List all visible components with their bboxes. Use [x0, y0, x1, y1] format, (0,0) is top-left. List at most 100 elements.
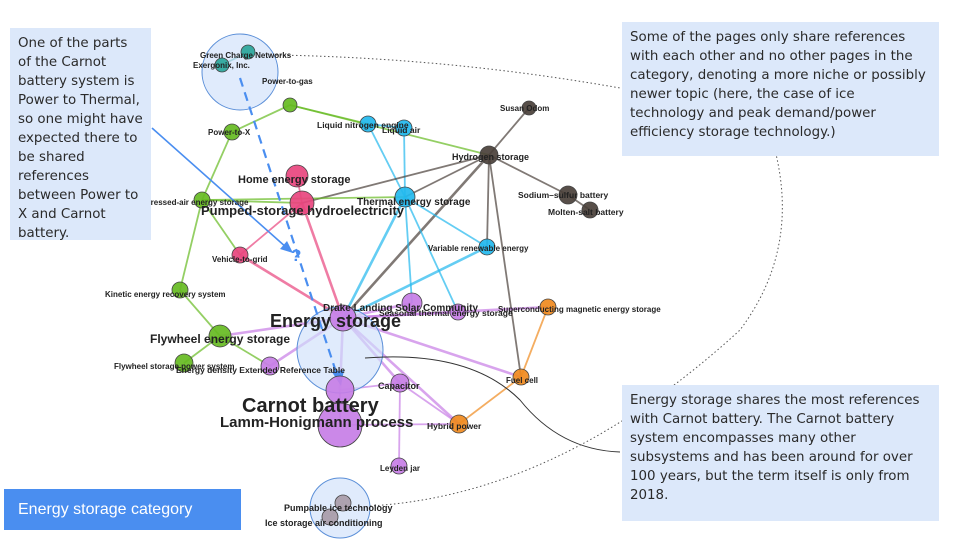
node-vehicle-to-grid	[231, 246, 249, 264]
graph-edge	[488, 154, 522, 378]
node-energy-storage	[329, 304, 357, 332]
graph-edge	[488, 154, 569, 196]
node-label-liquid-air: Liquid air	[382, 125, 421, 135]
node-compressed-air	[193, 191, 211, 209]
node-label-energy-density: Energy density Extended Reference Table	[176, 365, 345, 375]
node-label-exergonix: Exergonix, Inc.	[193, 61, 250, 70]
callout-top-right: Some of the pages only share references …	[622, 22, 939, 156]
graph-edge	[301, 154, 490, 204]
node-flywheel	[208, 324, 232, 348]
graph-edges	[179, 51, 591, 518]
graph-edge	[399, 382, 460, 425]
node-label-liquid-nitrogen: Liquid nitrogen engine	[317, 120, 409, 130]
node-label-flywheel: Flywheel energy storage	[150, 332, 290, 346]
node-label-flywheel-power: Flywheel storage power system	[114, 362, 235, 371]
node-label-carnot: Carnot battery	[242, 395, 380, 417]
graph-edge	[239, 202, 303, 256]
connector-bottom-right	[364, 356, 621, 453]
node-label-power-to-gas: Power-to-gas	[262, 77, 313, 86]
category-label: Energy storage category	[4, 489, 241, 530]
node-pumpable-ice	[334, 494, 352, 512]
node-label-hydrogen-storage: Hydrogen storage	[452, 152, 529, 162]
node-label-leyden: Leyden jar	[380, 464, 420, 473]
node-label-power-to-x: Power-to-X	[208, 128, 251, 137]
graph-edge	[300, 202, 345, 319]
graph-edge	[341, 196, 407, 319]
graph-edge	[201, 199, 241, 256]
node-label-sodium-sulfur: Sodium–sulfur battery	[518, 190, 608, 200]
graph-edge	[404, 154, 490, 198]
graph-edge	[458, 376, 522, 425]
graph-edge	[367, 123, 406, 198]
node-liquid-nitrogen	[359, 115, 377, 133]
node-seasonal-thermal	[449, 303, 467, 321]
node-label-lamm: Lamm-Honigmann process	[220, 414, 413, 431]
graph-edge	[404, 196, 488, 248]
node-label-home-energy: Home energy storage	[238, 174, 350, 186]
graph-nodes	[171, 44, 599, 526]
node-label-susan-odom: Susan Odom	[500, 104, 549, 113]
node-molten-salt	[581, 201, 599, 219]
node-thermal-energy	[394, 186, 416, 208]
graph-edge	[404, 196, 459, 313]
node-capacitor	[390, 373, 410, 393]
graph-edge	[342, 305, 549, 320]
graph-edge	[342, 154, 490, 319]
node-drake-landing	[401, 292, 423, 314]
callout-bottom-right: Energy storage shares the most reference…	[622, 385, 939, 521]
node-power-to-gas	[282, 97, 298, 113]
connector-left-arrow	[151, 127, 288, 249]
graph-edge	[231, 104, 291, 133]
node-superconducting	[539, 298, 557, 316]
node-label-seasonal-thermal: Seasonal thermal energy storage	[379, 308, 513, 318]
node-variable-renewable	[478, 238, 496, 256]
node-label-green-charge: Green Charge Networks	[200, 51, 292, 60]
node-hydrogen-storage	[479, 145, 499, 165]
node-pumped-storage	[289, 190, 315, 216]
graph-edge	[403, 127, 406, 198]
node-fuel-cell	[512, 368, 530, 386]
dashed-arrow-line	[238, 77, 340, 379]
node-ice-storage	[321, 508, 339, 526]
node-home-energy	[285, 164, 309, 188]
node-label-thermal-energy: Thermal energy storage	[357, 197, 471, 208]
node-green-charge	[240, 44, 256, 60]
graph-edge	[289, 104, 490, 156]
connector-ice	[369, 149, 783, 507]
node-label-ice-storage: Ice storage air conditioning	[265, 518, 383, 528]
node-label-superconducting: Superconducting magnetic energy storage	[498, 305, 661, 314]
node-label-capacitor: Capacitor	[378, 381, 420, 391]
node-flywheel-power	[174, 353, 194, 373]
node-exergonix	[214, 57, 230, 73]
node-label-hybrid-power: Hybrid power	[427, 421, 482, 431]
node-label-energy-storage: Energy storage	[270, 311, 401, 331]
graph-edge	[520, 306, 549, 378]
node-energy-density	[260, 356, 280, 376]
node-label-fuel-cell: Fuel cell	[506, 376, 538, 385]
node-label-compressed-air: Compressed-air energy storage	[128, 198, 249, 207]
node-susan-odom	[521, 100, 537, 116]
node-label-variable-renewable: Variable renewable energy	[428, 244, 529, 253]
graph-edge	[342, 245, 488, 320]
graph-edge	[179, 199, 203, 291]
graph-edge	[239, 253, 344, 320]
node-hybrid-power	[449, 414, 469, 434]
node-power-to-x	[223, 123, 241, 141]
node-label-pumped-storage: Pumped-storage hydroelectricity	[201, 203, 405, 218]
graph-edge	[486, 154, 490, 248]
graph-edge	[488, 107, 530, 156]
node-label-molten-salt: Molten-salt battery	[548, 207, 624, 217]
graph-edge	[201, 131, 233, 201]
node-label-vehicle-to-grid: Vehicle-to-grid	[212, 255, 268, 264]
node-leyden	[390, 457, 408, 475]
callout-left: One of the parts of the Carnot battery s…	[10, 28, 151, 241]
connector-left-arrowhead	[280, 241, 293, 253]
node-label-pumpable-ice: Pumpable ice technology	[284, 503, 393, 513]
highlight-circle-top	[201, 33, 279, 111]
question-mark: ?	[291, 246, 301, 265]
node-sodium-sulfur	[558, 185, 578, 205]
node-label-kinetic-recovery: Kinetic energy recovery system	[105, 290, 226, 299]
node-lamm	[317, 402, 363, 448]
